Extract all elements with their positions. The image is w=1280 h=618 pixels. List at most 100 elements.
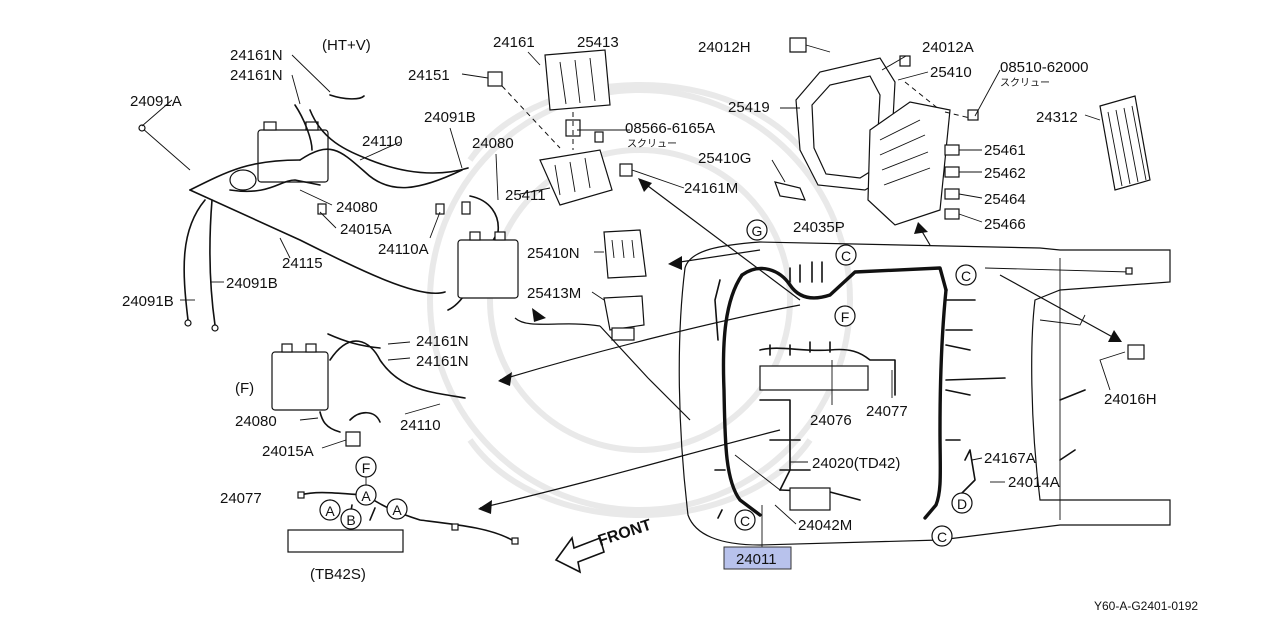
part-label-24161: 24161 — [493, 34, 535, 51]
part-label-24161N: 24161N — [416, 353, 469, 370]
battery-cable-assembly — [138, 54, 519, 332]
variant-label-f: (F) — [235, 380, 254, 397]
part-label-24110A: 24110A — [378, 241, 429, 258]
part-label-25466: 25466 — [984, 216, 1026, 233]
svg-text:F: F — [362, 460, 371, 476]
arrowhead — [532, 308, 546, 322]
part-label-24016H: 24016H — [1104, 391, 1157, 408]
part-label-24110: 24110 — [362, 133, 403, 150]
selected-part-highlight[interactable] — [723, 546, 792, 570]
callout-f: F — [834, 305, 856, 327]
front-direction-arrow — [554, 536, 605, 574]
fuse-25464 — [944, 188, 960, 200]
vehicle-outline — [678, 241, 1171, 546]
front-label: FRONT — [596, 517, 654, 550]
part-label-24110: 24110 — [400, 417, 441, 434]
callout-g: G — [746, 219, 768, 241]
svg-text:B: B — [346, 512, 355, 528]
part-label-24015A: 24015A — [262, 443, 314, 460]
battery-top — [257, 129, 329, 183]
svg-text:F: F — [841, 309, 850, 325]
part-label-25462: 25462 — [984, 165, 1026, 182]
part-label-24077: 24077 — [866, 403, 908, 420]
diagram-reference-code: Y60-A-G2401-0192 — [1094, 599, 1198, 613]
part-label-24091B: 24091B — [122, 293, 174, 310]
part-label-24115: 24115 — [282, 255, 323, 272]
clip-25410G — [774, 181, 806, 201]
svg-text:C: C — [937, 529, 947, 545]
part-label-24077: 24077 — [220, 490, 262, 507]
part-label-24015A: 24015A — [340, 221, 392, 238]
callout-c: C — [931, 525, 953, 547]
battery-f-assembly — [271, 333, 466, 449]
screw-label: スクリュー — [627, 138, 677, 150]
callout-c: C — [835, 244, 857, 266]
part-label-25410: 25410 — [930, 64, 972, 81]
part-label-25413M: 25413M — [527, 285, 581, 302]
part-label-24312: 24312 — [1036, 109, 1078, 126]
fuse-block-assembly — [771, 37, 1151, 226]
part-label-25419: 25419 — [728, 99, 770, 116]
part-label-24091B: 24091B — [226, 275, 278, 292]
part-label-24080: 24080 — [472, 135, 514, 152]
callout-d: D — [951, 492, 973, 514]
callout-c: C — [955, 264, 977, 286]
part-label-25461: 25461 — [984, 142, 1026, 159]
part-label-24161N: 24161N — [416, 333, 469, 350]
svg-text:C: C — [841, 248, 851, 264]
part-label-24080: 24080 — [336, 199, 378, 216]
part-label-24014A: 24014A — [1008, 474, 1060, 491]
fuse-block-25410 — [867, 101, 951, 226]
background-watermark — [427, 82, 853, 518]
callout-c: C — [734, 509, 756, 531]
callout-f: F — [355, 456, 377, 478]
part-label-24035P: 24035P — [793, 219, 845, 236]
screw-label: スクリュー — [1000, 77, 1050, 89]
callout-a: A — [386, 498, 408, 520]
callout-b: B — [340, 508, 362, 530]
part-label-25413: 25413 — [577, 34, 619, 51]
variant-label-tb42s: (TB42S) — [310, 566, 366, 583]
tb42s-box — [287, 529, 404, 553]
battery-right — [457, 239, 519, 299]
svg-text:A: A — [361, 488, 371, 504]
main-harness — [678, 241, 1171, 546]
part-label-24080: 24080 — [235, 413, 277, 430]
part-label-24042M: 24042M — [798, 517, 852, 534]
part-label-24167A: 24167A — [984, 450, 1036, 467]
svg-text:C: C — [740, 513, 750, 529]
part-label-25464: 25464 — [984, 191, 1026, 208]
part-label-24091B: 24091B — [424, 109, 476, 126]
svg-text:C: C — [961, 268, 971, 284]
part-label-25411: 25411 — [505, 187, 546, 204]
part-label-24161N: 24161N — [230, 47, 283, 64]
part-label-24161N: 24161N — [230, 67, 283, 84]
part-label-25410G: 25410G — [698, 150, 751, 167]
part-label-24011[interactable]: 24011 — [736, 551, 777, 568]
connector-25410N — [603, 229, 647, 279]
part-label-24012A: 24012A — [922, 39, 974, 56]
callout-a: A — [355, 484, 377, 506]
part-label-24012H: 24012H — [698, 39, 751, 56]
part-label-24151: 24151 — [408, 67, 450, 84]
svg-text:D: D — [957, 496, 967, 512]
svg-text:A: A — [392, 502, 402, 518]
part-label-08566-6165A: 08566-6165A — [625, 120, 715, 137]
part-label-24020-td42: 24020(TD42) — [812, 455, 900, 472]
bracket-25411 — [539, 149, 613, 206]
variant-label-htv: (HT+V) — [322, 37, 371, 54]
relay-24151 — [487, 71, 503, 87]
connection-arrows — [478, 178, 1122, 514]
part-label-25410N: 25410N — [527, 245, 580, 262]
relay-block-parts — [461, 49, 685, 341]
connector-25413M — [603, 295, 645, 331]
fuse-25466 — [944, 208, 960, 220]
part-label-24161M: 24161M — [684, 180, 738, 197]
bolt-24012H — [789, 37, 807, 53]
fuse-25461 — [944, 144, 960, 156]
callout-a: A — [319, 499, 341, 521]
part-label-24091A: 24091A — [130, 93, 182, 110]
part-label-24076: 24076 — [810, 412, 852, 429]
fuse-25462 — [944, 166, 960, 178]
